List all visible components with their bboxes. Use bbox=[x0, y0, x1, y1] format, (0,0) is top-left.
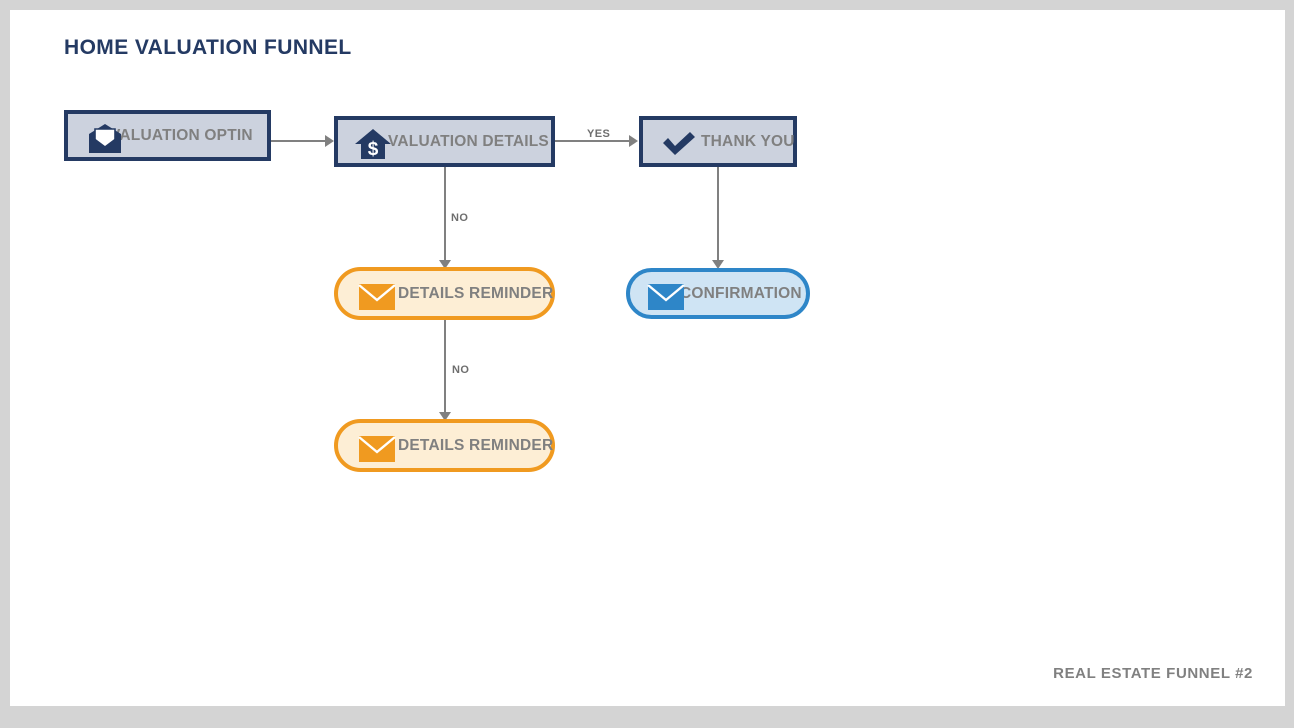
house-dollar-icon: $ bbox=[354, 126, 392, 162]
node-details-reminder-1[interactable]: DETAILS REMINDER bbox=[334, 267, 555, 320]
arrowhead-details-to-reminder1 bbox=[439, 260, 451, 269]
envelope-icon bbox=[358, 435, 396, 463]
node-label: VALUATION OPTIN bbox=[110, 126, 253, 144]
diagram-canvas: HOME VALUATION FUNNEL YES NO NO VALUATIO… bbox=[10, 10, 1285, 706]
envelope-icon bbox=[358, 283, 396, 311]
envelope-icon bbox=[647, 283, 685, 311]
node-label: DETAILS REMINDER bbox=[398, 284, 554, 302]
node-details-reminder-2[interactable]: DETAILS REMINDER bbox=[334, 419, 555, 472]
edge-label-no-2: NO bbox=[452, 364, 470, 376]
connector-details-to-thankyou bbox=[555, 140, 631, 142]
edge-label-no-1: NO bbox=[451, 212, 469, 224]
footer-label: REAL ESTATE FUNNEL #2 bbox=[1053, 665, 1253, 682]
node-label: DETAILS REMINDER bbox=[398, 436, 554, 454]
arrowhead-thankyou-to-confirmation bbox=[712, 260, 724, 269]
connector-optin-to-details bbox=[271, 140, 327, 142]
open-envelope-icon bbox=[86, 122, 124, 156]
node-label: VALUATION DETAILS bbox=[388, 132, 549, 150]
connector-thankyou-to-confirmation bbox=[717, 167, 719, 266]
edge-label-yes: YES bbox=[587, 128, 611, 140]
node-thank-you[interactable]: THANK YOU bbox=[639, 116, 797, 167]
node-valuation-details[interactable]: $ VALUATION DETAILS bbox=[334, 116, 555, 167]
node-confirmation[interactable]: CONFIRMATION bbox=[626, 268, 810, 319]
connector-reminder1-to-reminder2 bbox=[444, 319, 446, 418]
node-label: CONFIRMATION bbox=[680, 284, 802, 302]
svg-text:$: $ bbox=[368, 139, 379, 160]
arrowhead-details-to-thankyou bbox=[629, 135, 638, 147]
arrowhead-optin-to-details bbox=[325, 135, 334, 147]
arrowhead-reminder1-to-reminder2 bbox=[439, 412, 451, 421]
checkmark-icon bbox=[661, 130, 697, 158]
node-label: THANK YOU bbox=[701, 132, 795, 150]
node-valuation-optin[interactable]: VALUATION OPTIN bbox=[64, 110, 271, 161]
page-title: HOME VALUATION FUNNEL bbox=[64, 36, 352, 59]
connector-details-to-reminder1 bbox=[444, 167, 446, 266]
